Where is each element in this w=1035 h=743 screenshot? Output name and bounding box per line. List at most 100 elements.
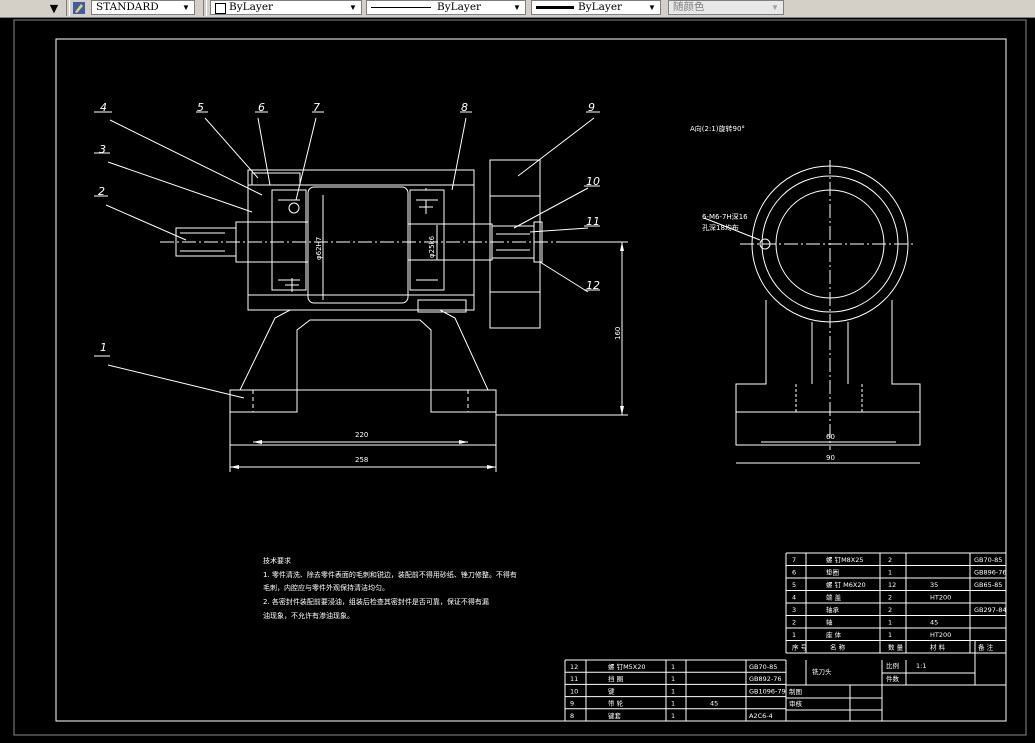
front-view[interactable] [160,159,628,472]
bom-header-qty: 数 量 [888,643,904,652]
sheet-border [13,19,1027,736]
side-dim-90: 90 [826,454,835,462]
balloon-5: 5 [197,101,204,114]
balloon-2: 2 [98,185,105,198]
bom-row-name: 轴 [826,618,833,627]
bom-row-no: 7 [792,556,796,564]
lineweight-select[interactable]: ByLayer ▼ [531,0,661,15]
bom-header-mat: 材 料 [930,643,946,652]
bom-row-mat: HT200 [930,631,951,639]
balloon-leaders [94,111,600,399]
title-block-scale-label: 比例 [886,661,899,670]
bom2-row-no: 9 [570,700,574,708]
bom-row-no: 4 [792,594,796,602]
balloon-8: 8 [461,101,468,114]
bom2-row-std: GB1096-79 [749,687,786,695]
layer-color-select[interactable]: ByLayer ▼ [210,0,362,15]
title-block-drawn: 制图 [789,687,802,696]
lineweight-value: ByLayer [578,1,623,13]
bom2-row-name: 挡 圈 [608,674,623,683]
bom-row-name: 螺 钉 M6X20 [826,580,866,589]
bom2-row-std: GB70-85 [749,663,777,671]
bom-row-no: 5 [792,581,796,589]
balloon-7: 7 [313,101,320,114]
bom2-row-std: A2C6-4 [749,712,773,720]
side-view-caption: A向(2:1)旋转90° [690,124,745,133]
dim-text-dia1: φ62H7 [315,237,323,260]
toolbar-separator [66,0,70,16]
chevron-down-icon[interactable]: ▼ [771,3,779,12]
bom2-row-qty: 1 [671,675,675,683]
bom-row-qty: 1 [888,569,892,577]
tech-req-line4: 油现象，不允许有渗油现象。 [263,611,354,620]
balloon-11: 11 [586,215,600,228]
bom-row-name: 垫圈 [826,568,839,577]
dim-text-dia2: φ25k6 [428,235,436,258]
balloon-12: 12 [586,279,600,292]
balloon-3: 3 [99,143,106,156]
properties-toolbar: ▼ STANDARD ▼ ByLayer ▼ ByLayer ▼ ByLayer… [0,0,1035,18]
lineweight-preview-icon [536,6,574,9]
bom2-row-std: GB892-76 [749,675,782,683]
color-swatch-icon [215,3,226,14]
bom-row-qty: 1 [888,619,892,627]
bom-row-no: 6 [792,569,796,577]
toolbar-separator [203,0,207,16]
title-block-checked: 审核 [789,699,803,708]
bom2-row-no: 11 [570,675,578,683]
balloon-4: 4 [100,101,107,114]
bom-header-seq: 序 号 [792,643,808,652]
tech-req-line1: 1. 零件清洗、除去零件表面的毛刺和锐边，装配前不得用砂纸、锉刀修整。不得有 [263,570,517,579]
text-style-select[interactable]: STANDARD ▼ [91,0,195,15]
bom-row-std: GB65-85 [974,581,1002,589]
bom-row-name: 螺 钉M8X25 [826,555,864,564]
bom-row-name: 轴承 [826,605,840,614]
bom-table [564,552,1007,722]
title-block-sheet-label: 件数 [886,674,900,683]
pulley-outline [489,159,541,329]
bom-row-mat: HT200 [930,594,951,602]
bom-header-note: 备 注 [978,643,994,652]
chevron-down-icon[interactable]: ▼ [349,3,357,12]
housing-outline [247,169,475,311]
bom2-row-mat: 45 [710,700,718,708]
side-view-depth-note: 孔深18均布 [702,223,739,232]
bom2-row-name: 键 [608,686,615,695]
bom2-row-qty: 1 [671,687,675,695]
bom-row-qty: 2 [888,556,892,564]
drawing-canvas[interactable]: 1 2 3 4 5 6 7 8 9 10 11 12 220 258 160 φ… [0,17,1035,738]
balloon-10: 10 [586,175,600,188]
bom2-row-no: 8 [570,712,574,720]
bom2-row-qty: 1 [671,663,675,671]
linetype-select[interactable]: ByLayer ▼ [366,0,526,15]
balloon-9: 9 [588,101,595,114]
chevron-down-icon[interactable]: ▼ [513,3,521,12]
bom-row-no: 1 [792,631,796,639]
bom2-row-name: 键套 [608,711,622,720]
plotstyle-select[interactable]: 随颜色 ▼ [668,0,784,15]
bom-row-std: GB896-76 [974,569,1007,577]
dim-text-160: 160 [614,327,622,340]
plotstyle-value: 随颜色 [673,1,705,13]
chevron-down-icon[interactable]: ▼ [648,3,656,12]
dropdown-arrow-icon[interactable]: ▼ [49,1,59,15]
bom-row-no: 3 [792,606,796,614]
dim-text-220: 220 [355,431,368,439]
bom-row-qty: 1 [888,631,892,639]
side-view[interactable] [703,160,921,464]
bom2-row-qty: 1 [671,712,675,720]
bom2-row-name: 带 轮 [608,699,624,708]
bom2-row-name: 螺 钉M5X20 [608,662,646,671]
bom2-row-no: 12 [570,663,578,671]
base-outline [229,389,497,446]
balloon-6: 6 [258,101,265,114]
color-value: ByLayer [229,1,274,13]
chevron-down-icon[interactable]: ▼ [182,3,190,12]
text-style-icon[interactable] [72,1,88,15]
bom-row-qty: 12 [888,581,896,589]
title-block-name: 铣刀头 [812,667,832,676]
side-view-thread-note: 6-M6-7H深16 [702,212,748,221]
linetype-preview-icon [371,7,431,8]
bom2-row-qty: 1 [671,700,675,708]
bom-row-qty: 2 [888,594,892,602]
